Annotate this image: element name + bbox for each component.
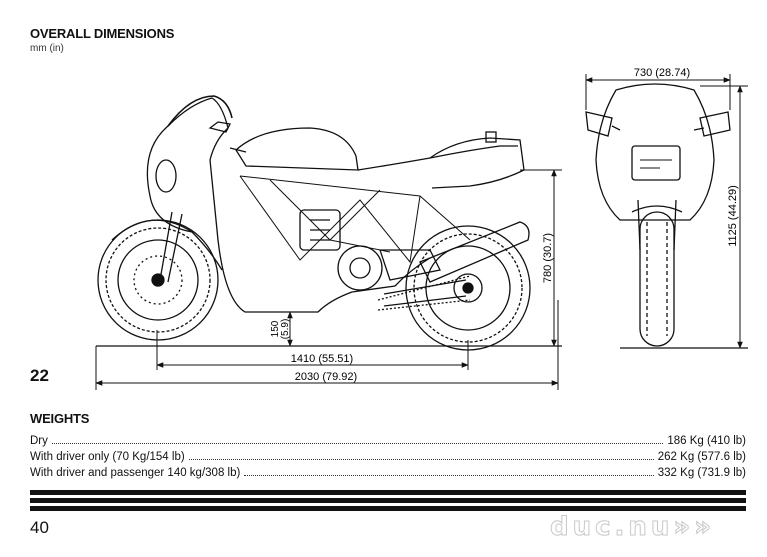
- trellis-frame: [239, 175, 471, 264]
- weight-label: With driver only (70 Kg/154 lb): [30, 451, 185, 463]
- swingarm: [383, 279, 467, 307]
- instrument-panel: [631, 145, 681, 181]
- engine: [299, 209, 441, 291]
- weight-value: 262 Kg (577.6 lb): [657, 451, 746, 463]
- page-number: 40: [30, 518, 49, 537]
- overall-length-label: 2030 (79.92): [295, 371, 357, 383]
- tail-section: [429, 137, 525, 189]
- fuel-tank: [235, 127, 359, 171]
- leader-dots: [188, 459, 654, 460]
- headlight: [155, 159, 177, 193]
- weight-value: 332 Kg (731.9 lb): [657, 467, 746, 479]
- leader-dots: [244, 475, 654, 476]
- fairing: [146, 97, 431, 313]
- ground-clearance-mm-label: 150: [270, 320, 281, 337]
- front-wheel: [97, 219, 219, 341]
- seat: [357, 145, 518, 171]
- front-tyre: [639, 211, 675, 347]
- weight-label: Dry: [30, 435, 48, 447]
- left-mirror: [585, 111, 613, 137]
- weight-row-driver-passenger: With driver and passenger 140 kg/308 lb)…: [30, 464, 746, 479]
- front-mudguard-front: [631, 205, 683, 213]
- page-title: OVERALL DIMENSIONS: [30, 26, 175, 41]
- motorcycle-side-view: [97, 95, 531, 351]
- watermark-logo: duc.nu»»: [549, 512, 716, 543]
- motorcycle-front-view: [585, 83, 731, 347]
- width-label: 730 (28.74): [634, 67, 690, 79]
- units-label: mm (in): [30, 43, 64, 54]
- dimension-drawing: 730 (28.74) 1125 (44.29) 780 (30.7) 150 …: [95, 67, 748, 390]
- side-dimension-lines: [95, 169, 562, 390]
- weight-row-driver: With driver only (70 Kg/154 lb) 262 Kg (…: [30, 448, 746, 463]
- weight-value: 186 Kg (410 lb): [667, 435, 746, 447]
- right-mirror: [699, 111, 731, 137]
- front-mudguard: [111, 219, 193, 241]
- front-dimension-lines: [585, 74, 748, 349]
- front-fairing: [595, 83, 715, 221]
- wheelbase-label: 1410 (55.51): [291, 353, 353, 365]
- total-height-label: 1125 (44.29): [727, 185, 739, 247]
- ground-clearance-in-label: (5.9): [280, 319, 291, 340]
- leader-dots: [51, 443, 664, 444]
- handlebar: [229, 147, 247, 153]
- exhaust: [419, 221, 530, 283]
- mirror: [208, 121, 231, 133]
- decorative-stripes: [30, 490, 746, 511]
- figure-number: 22: [30, 366, 49, 385]
- weights-title: WEIGHTS: [30, 411, 90, 426]
- seat-height-label: 780 (30.7): [542, 233, 554, 283]
- weight-label: With driver and passenger 140 kg/308 lb): [30, 467, 241, 479]
- chain: [377, 275, 471, 311]
- windscreen: [167, 95, 233, 127]
- weight-row-dry: Dry 186 Kg (410 lb): [30, 432, 746, 447]
